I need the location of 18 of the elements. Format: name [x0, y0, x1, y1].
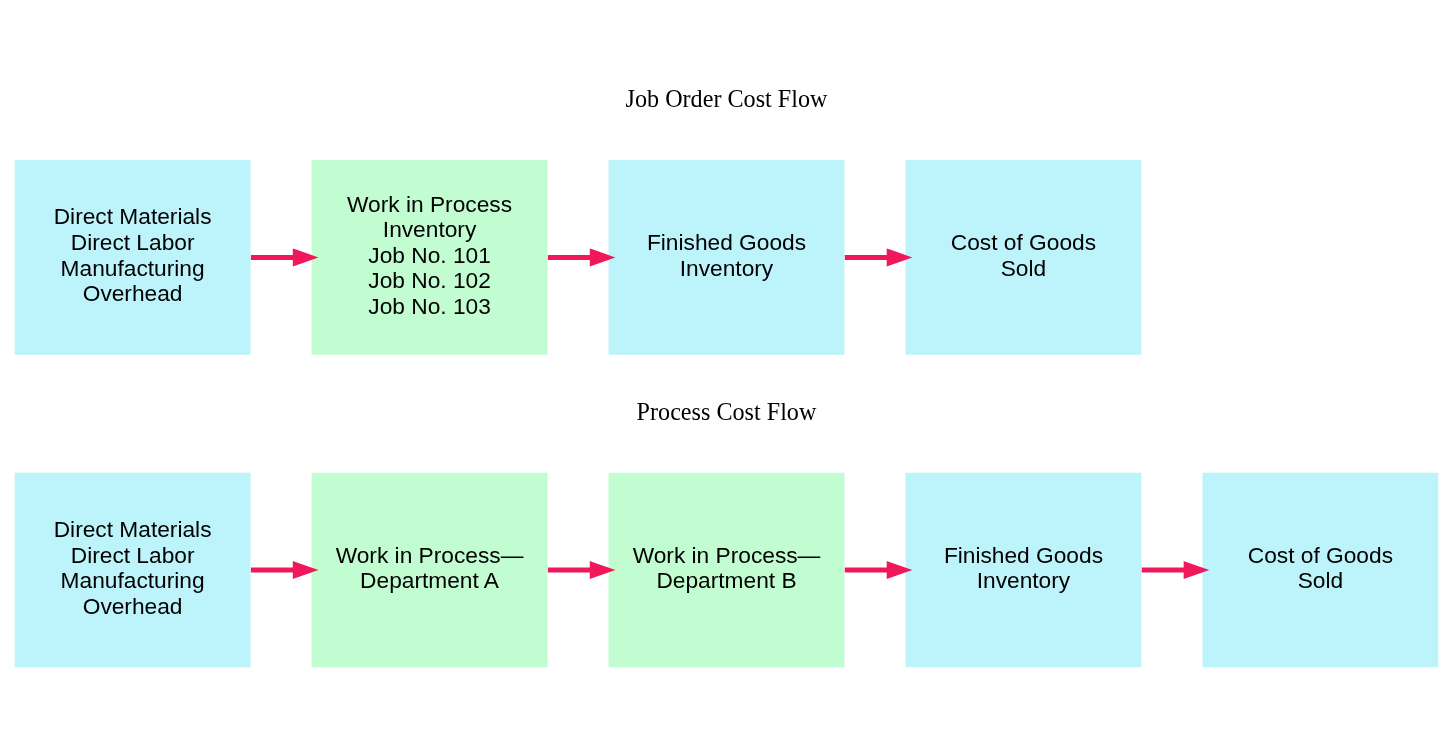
node-box: Work in Process Inventory Job No. 101 Job No. 102 Job No. 103: [311, 159, 548, 355]
arrow: [250, 247, 319, 266]
node-box: Work in Process—Department B: [608, 472, 845, 667]
arrow: [547, 247, 616, 266]
node-box: Cost of Goods Sold: [1202, 472, 1439, 667]
node-box: Cost of Goods Sold: [905, 159, 1142, 355]
arrow: [547, 560, 616, 579]
arrow: [250, 560, 319, 579]
node-box: Finished Goods Inventory: [608, 159, 845, 355]
arrow: [1141, 560, 1210, 579]
node-box: Work in Process—Department A: [311, 472, 548, 667]
label: Process Cost Flow: [636, 397, 817, 425]
arrow: [844, 247, 913, 266]
node-box: Finished Goods Inventory: [905, 472, 1142, 667]
arrow: [844, 560, 913, 579]
label: Job Order Cost Flow: [625, 84, 828, 112]
node-box: Direct Materials Direct Labor Manufacturing Overhead: [14, 159, 251, 355]
node-box: Direct Materials Direct Labor Manufacturing Overhead: [14, 472, 251, 667]
